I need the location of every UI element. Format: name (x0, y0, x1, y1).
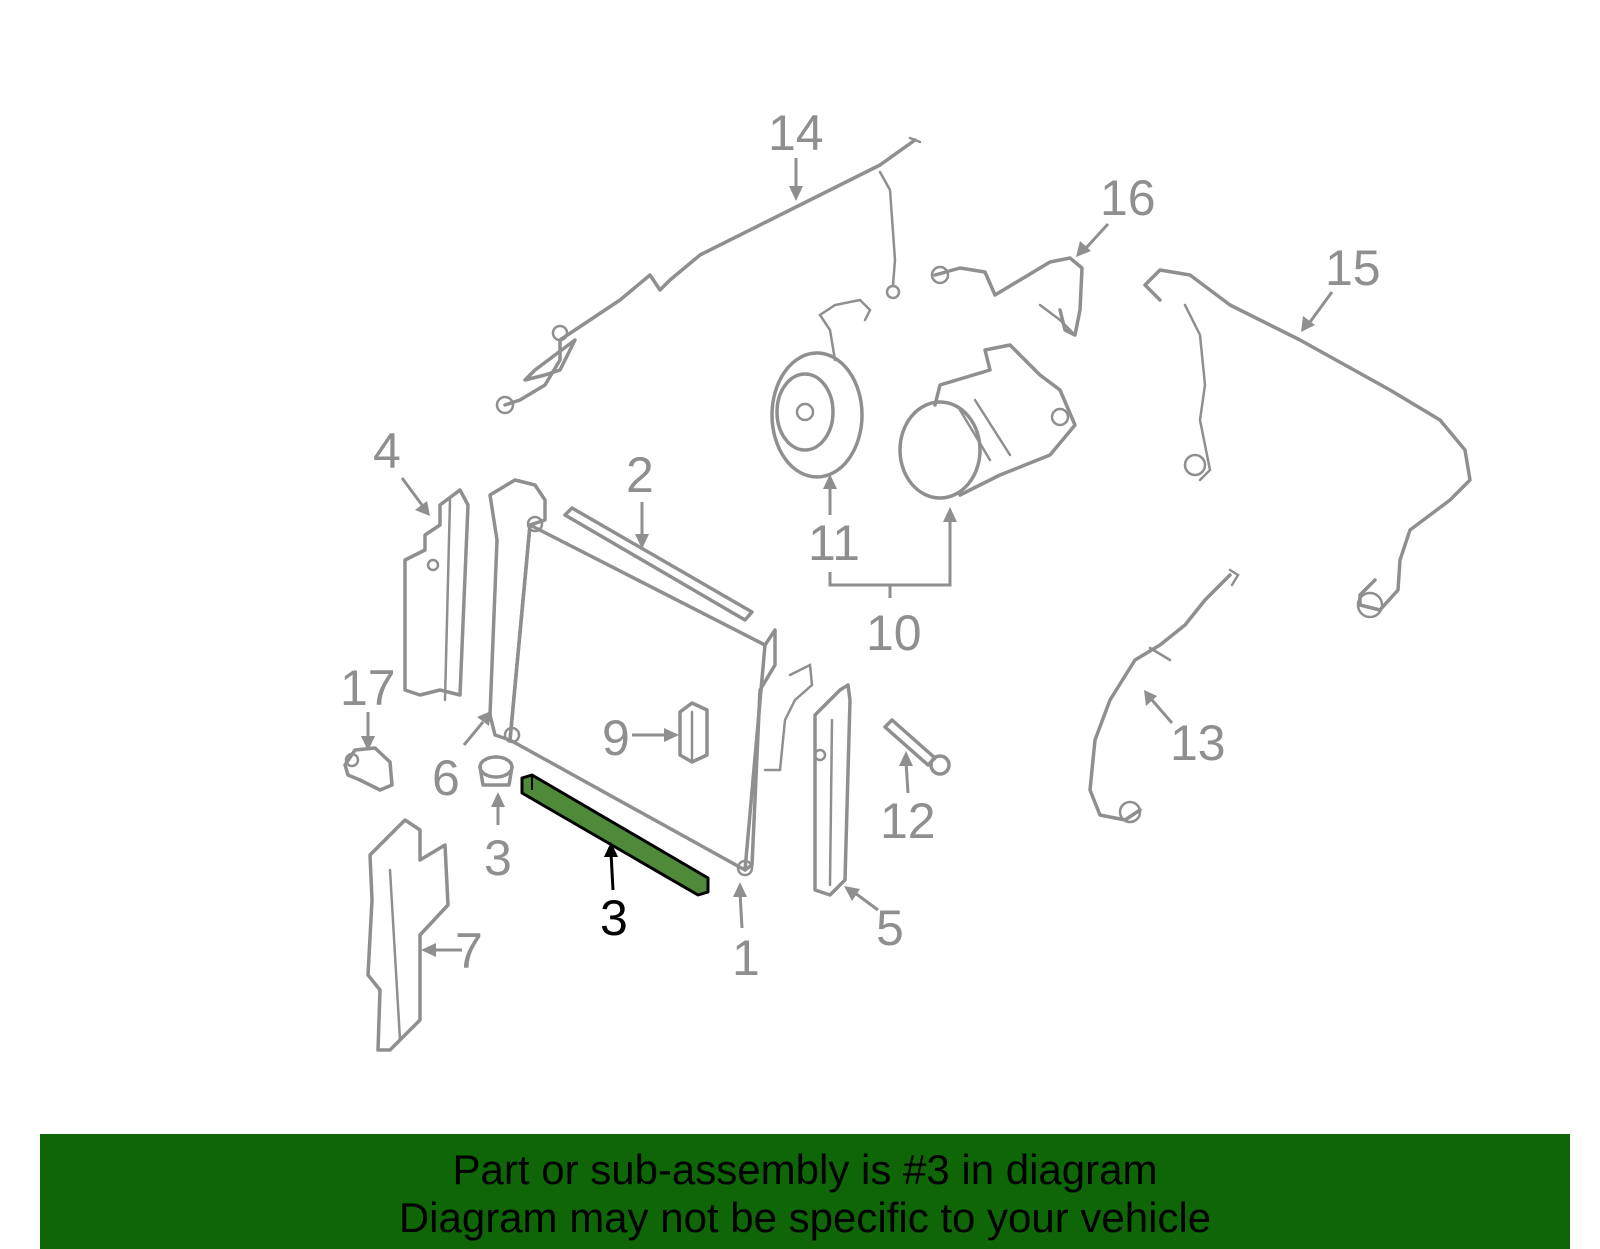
callout-13: 13 (1144, 690, 1226, 771)
callout-1-label: 1 (732, 930, 760, 986)
callout-11-label: 11 (808, 515, 860, 571)
callout-5: 5 (844, 886, 904, 956)
part-4-air-guide (403, 488, 470, 702)
callout-1: 1 (732, 882, 760, 986)
callout-15: 15 (1301, 240, 1381, 332)
callout-12: 12 (880, 751, 936, 849)
part-10-compressor (898, 343, 1077, 500)
callout-14-label: 14 (768, 105, 824, 161)
callout-9-label: 9 (602, 710, 630, 766)
part-14-hose (495, 136, 922, 415)
part-9-bracket (678, 701, 709, 764)
banner-line-2: Diagram may not be specific to your vehi… (398, 1194, 1212, 1241)
callout-5-label: 5 (876, 900, 904, 956)
callout-17-label: 17 (340, 660, 396, 716)
part-5-air-guide (813, 683, 852, 897)
callout-10-label: 10 (866, 605, 922, 661)
callout-2: 2 (626, 447, 654, 549)
callout-6-label: 3 (484, 830, 512, 886)
callout-14: 14 (768, 105, 824, 201)
part-1-condenser (488, 478, 814, 877)
part-6-grommet (478, 755, 514, 787)
part-15-ac-line (1143, 268, 1472, 619)
callout-9: 9 (602, 710, 679, 766)
callout-16: 16 (1076, 170, 1156, 257)
callout-8: 6 (432, 711, 491, 806)
callout-3-highlighted-label: 3 (600, 890, 628, 946)
callout-4: 4 (373, 423, 430, 516)
callout-2-label: 2 (626, 447, 654, 503)
callout-6: 3 (484, 792, 512, 886)
part-17-switch (343, 746, 394, 792)
callout-3: 3 3 (600, 842, 628, 946)
callout-4-label: 4 (373, 423, 401, 479)
callout-15-label: 15 (1325, 240, 1381, 296)
callout-17: 17 (340, 660, 396, 751)
part-13-hose (1088, 568, 1240, 824)
callout-11: 11 (808, 474, 860, 571)
part-7-air-guide (366, 818, 450, 1052)
info-banner: Part or sub-assembly is #3 in diagram Di… (40, 1134, 1570, 1249)
part-2-seal (563, 506, 754, 622)
callout-13-label: 13 (1170, 715, 1226, 771)
callout-10: 10 (828, 507, 957, 661)
banner-line-1: Part or sub-assembly is #3 in diagram (452, 1146, 1158, 1193)
callout-7: 7 (421, 923, 483, 979)
callout-8-label: 6 (432, 750, 460, 806)
part-3-seal-highlighted (520, 773, 710, 897)
callout-12-label: 12 (880, 793, 936, 849)
callout-16-label: 16 (1100, 170, 1156, 226)
part-16-ac-line (930, 256, 1084, 337)
part-12-bolt (883, 718, 951, 776)
part-11-clutch (770, 298, 872, 479)
